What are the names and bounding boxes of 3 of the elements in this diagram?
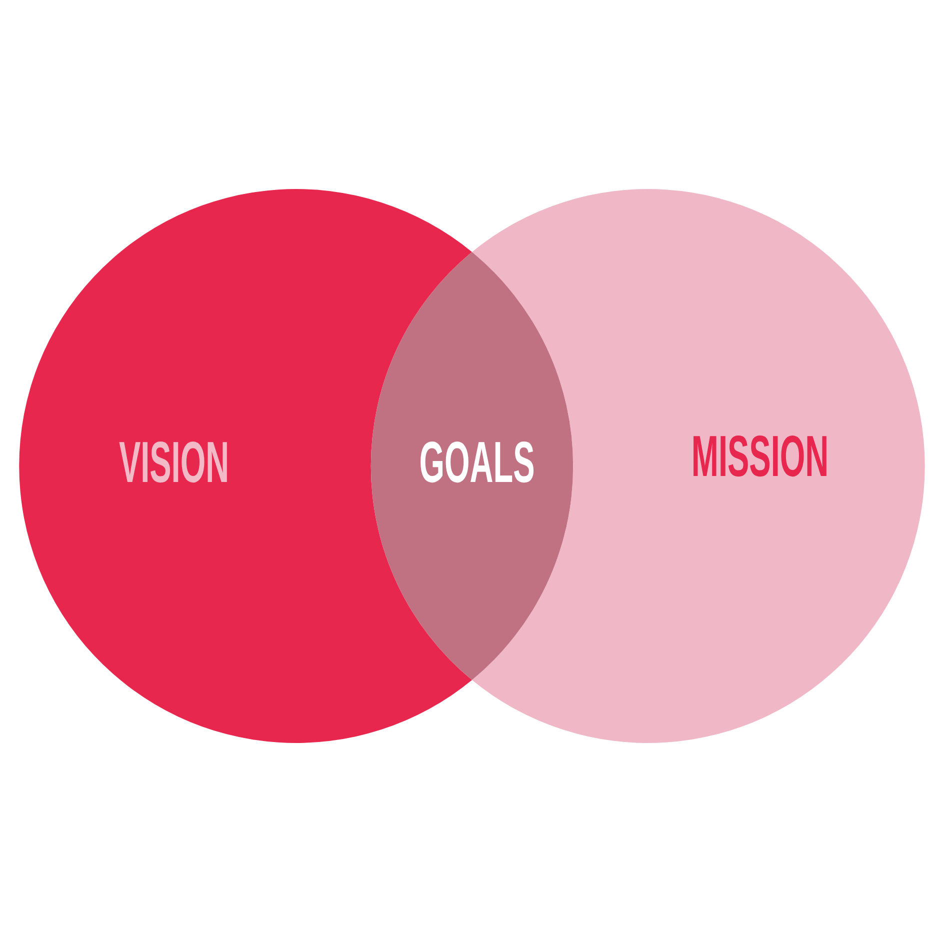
venn-label: VISION — [118, 434, 230, 492]
venn-label: GOALS — [419, 434, 535, 492]
venn-label: MISSION — [691, 428, 829, 486]
